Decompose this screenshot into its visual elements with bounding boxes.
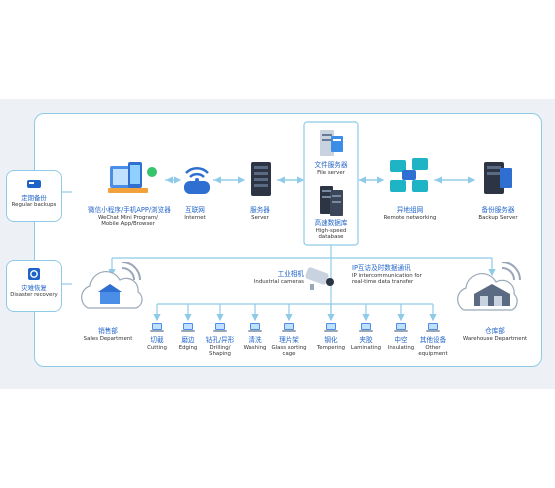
sales-cn: 销售部 [98, 327, 118, 335]
machine-label-en: Tempering [316, 344, 346, 351]
laptop-icon [150, 323, 164, 332]
database-en-2: database [318, 234, 344, 241]
wechat-en-2: Mobile App/Browser [101, 221, 155, 228]
machine-label-en: Drilling/ [209, 344, 231, 351]
machine-label-cn: 磨边 [181, 336, 195, 344]
laptop-icon [359, 323, 373, 332]
backup-server-icon [484, 162, 512, 194]
server-node: 服务器 Server [235, 206, 285, 221]
internet-cn: 互联网 [185, 206, 205, 214]
remote-node: 异地组网 Remote networking [378, 206, 442, 221]
ip-cn: IP互访及时数据通讯 [352, 264, 411, 272]
machine-label-en: Edging [178, 344, 198, 351]
camera-en: Industrial cameras [253, 278, 304, 285]
recovery-icon [28, 268, 40, 280]
industrial-camera-icon [305, 267, 334, 290]
server-cn: 服务器 [250, 206, 270, 214]
database-node: 高速数据库 High-speed database [305, 219, 357, 241]
server-rack-icon [251, 162, 271, 196]
machine-label-cn: 切截 [150, 336, 164, 344]
mobile-app-icon [108, 162, 157, 193]
camera-cn: 工业相机 [277, 270, 304, 278]
machine-label-cn: 中空 [394, 336, 408, 344]
remote-en: Remote networking [383, 214, 437, 221]
backup-server-cn: 备份服务器 [481, 206, 515, 214]
sales-node: 销售部 Sales Department [68, 327, 148, 342]
file-server-en: File server [317, 169, 345, 176]
machine-label-en: Washing [243, 344, 267, 351]
file-server-cn: 文件服务器 [314, 161, 348, 169]
machine-label-cn: 其他设备 [419, 336, 447, 344]
machine-label-en: Insulating [387, 344, 415, 351]
disaster-recovery-panel: 灾难恢复 Disaster recovery [6, 260, 62, 312]
backup-server-en: Backup Server [478, 214, 518, 221]
laptop-icon [426, 323, 440, 332]
wechat-cn: 微信小程序/手机APP/浏览器 [88, 206, 171, 214]
database-server-icon [320, 186, 343, 216]
warehouse-node: 仓库部 Warehouse Department [455, 327, 535, 342]
server-en: Server [251, 214, 269, 221]
warehouse-cloud-icon [457, 262, 521, 311]
machine-label-en: Glass sorting [271, 344, 307, 351]
machine-label-cn: 钻孔/异形 [205, 336, 235, 344]
machine-label-en: Laminating [350, 344, 382, 351]
remote-cn: 异地组网 [396, 206, 424, 214]
machine-label-cn: 清洗 [248, 336, 262, 344]
machine-label-cn: 钢化 [324, 336, 338, 344]
disaster-recovery-en: Disaster recovery [10, 292, 58, 298]
machine-label-en-2: cage [282, 351, 296, 358]
laptop-icon [282, 323, 296, 332]
wifi-icon [184, 166, 210, 194]
wechat-node: 微信小程序/手机APP/浏览器 WeChat Mini Program/ Mob… [88, 206, 171, 228]
laptop-icon [181, 323, 195, 332]
regular-backups-panel: 定期备份 Regular backups [6, 170, 62, 222]
machine-label-cn: 夹胶 [359, 336, 373, 344]
warehouse-en: Warehouse Department [462, 335, 528, 342]
laptop-icon [324, 323, 338, 332]
machine-label-en-2: Shaping [209, 351, 231, 358]
regular-backups-en: Regular backups [11, 202, 57, 208]
regular-backups-cn: 定期备份 [21, 194, 47, 202]
internet-node: 互联网 Internet [170, 206, 220, 221]
laptop-icon [248, 323, 262, 332]
database-cn: 高速数据库 [314, 219, 348, 227]
sales-en: Sales Department [83, 335, 133, 342]
wechat-en-1: WeChat Mini Program/ [98, 214, 158, 221]
machine-label-en: Cutting [147, 344, 167, 351]
disaster-recovery-cn: 灾难恢复 [21, 284, 47, 292]
file-server-icon [320, 130, 343, 156]
ip-en-1: IP intercommunication for [352, 272, 422, 279]
laptop-icon [213, 323, 227, 332]
ip-en-2: real-time data transfer [352, 279, 414, 286]
machine-label-en: Other [425, 344, 441, 351]
machine-label-cn: 理片架 [279, 336, 299, 344]
warehouse-cn: 仓库部 [485, 327, 505, 335]
backup-server-node: 备份服务器 Backup Server [470, 206, 526, 221]
database-en-1: High-speed [315, 227, 347, 234]
internet-en: Internet [184, 214, 206, 221]
file-server-node: 文件服务器 File server [305, 161, 357, 176]
remote-network-icon [390, 158, 428, 192]
camera-node: 工业相机 Industrial cameras [244, 270, 304, 285]
laptop-icon [394, 323, 408, 332]
machine-label-en-2: equipment [418, 351, 448, 358]
ip-node: IP互访及时数据通讯 IP intercommunication for rea… [352, 264, 442, 286]
database-icon [27, 180, 41, 188]
sales-cloud-icon [81, 262, 143, 309]
